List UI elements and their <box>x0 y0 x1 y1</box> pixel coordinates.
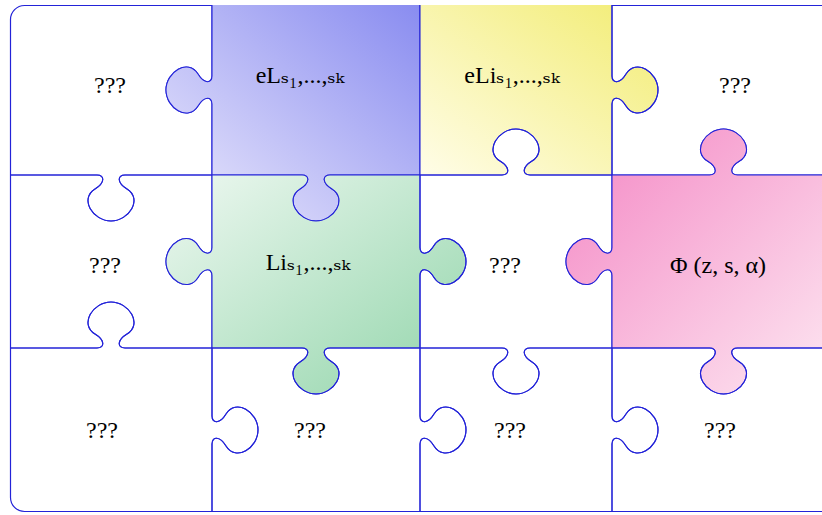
puzzle-piece: ??? <box>557 293 822 515</box>
piece-edge <box>10 302 258 512</box>
puzzle-piece: Φ (z, s, α) <box>557 120 822 403</box>
piece-label: ??? <box>494 416 526 445</box>
piece-label: Φ (z, s, α) <box>670 251 766 280</box>
piece-outline <box>557 293 822 515</box>
puzzle-piece: ??? <box>157 293 475 515</box>
piece-outline <box>365 293 667 515</box>
piece-edge <box>420 348 658 512</box>
puzzle-piece: ??? <box>365 293 667 515</box>
piece-label: ??? <box>719 71 751 100</box>
piece-edge <box>612 348 822 512</box>
piece-fill <box>166 175 466 394</box>
piece-fill <box>566 129 822 394</box>
piece-label: ??? <box>89 251 121 280</box>
piece-label: ??? <box>86 416 118 445</box>
piece-outline <box>157 293 475 515</box>
piece-fill <box>420 348 658 512</box>
piece-fill <box>212 348 466 512</box>
piece-label: ??? <box>94 71 126 100</box>
piece-label: ??? <box>294 416 326 445</box>
puzzle-piece: Liₛ₁,...,ₛₖ <box>157 120 475 403</box>
piece-edge <box>566 129 822 394</box>
piece-label: ??? <box>489 251 521 280</box>
puzzle-piece: ??? <box>0 293 267 515</box>
piece-outline <box>0 293 267 515</box>
piece-label: eLₛ₁,...,ₛₖ <box>256 61 345 90</box>
piece-fill <box>10 302 258 512</box>
piece-label: ??? <box>704 416 736 445</box>
frame-border <box>11 6 822 512</box>
piece-fill <box>10 5 212 221</box>
piece-edge <box>10 5 212 221</box>
piece-edge <box>212 348 466 512</box>
piece-edge <box>166 175 466 394</box>
piece-label: eLiₛ₁,...,ₛₖ <box>464 61 559 90</box>
piece-fill <box>612 348 822 512</box>
piece-label: Liₛ₁,...,ₛₖ <box>266 248 351 277</box>
